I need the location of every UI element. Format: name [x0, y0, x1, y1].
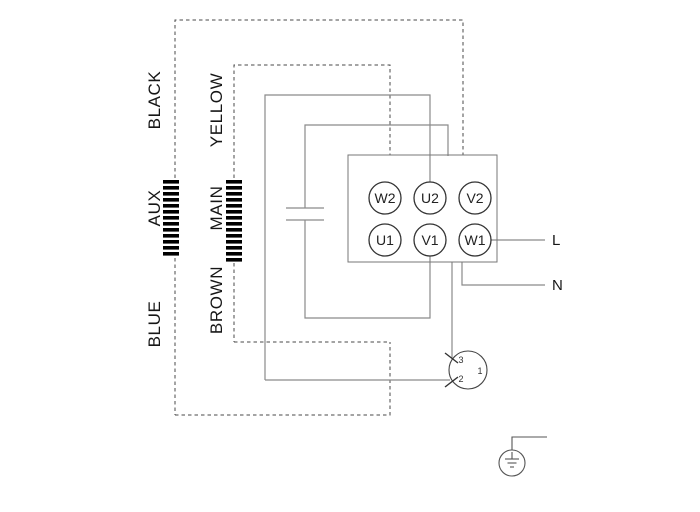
- motor-windings: [163, 178, 242, 263]
- terminal-w1-label: W1: [465, 232, 486, 248]
- ground-lead: [511, 436, 547, 450]
- wire-to-u2: [264, 94, 431, 380]
- aux-winding-bar: [163, 178, 179, 258]
- wire-capacitor-bottom: [304, 220, 431, 319]
- label-black: BLACK: [145, 71, 164, 130]
- label-main: MAIN: [207, 186, 226, 231]
- connector-plug: 3 2 1: [444, 350, 488, 390]
- terminal-box-outline: [347, 154, 498, 263]
- label-brown: BROWN: [207, 266, 226, 334]
- cable-outline-dashed: [174, 19, 464, 416]
- capacitor-symbol: [286, 207, 324, 221]
- wire-labels: BLACK YELLOW AUX MAIN BLUE BROWN: [145, 71, 226, 348]
- connector-pin3-label: 3: [458, 355, 463, 365]
- ground-symbol: [498, 436, 547, 477]
- connector-pin2-label: 2: [458, 374, 463, 384]
- terminal-w1: [458, 223, 492, 257]
- terminal-w2-label: W2: [375, 190, 396, 206]
- terminal-u2-label: U2: [421, 190, 439, 206]
- ground-circle: [498, 449, 526, 477]
- label-yellow: YELLOW: [207, 73, 226, 147]
- terminal-v1-label: V1: [421, 232, 438, 248]
- solid-wires: [264, 94, 545, 381]
- connector-circle: [448, 350, 488, 390]
- label-neutral-n: N: [552, 277, 563, 294]
- power-labels: L N: [552, 232, 563, 294]
- terminal-w2: [368, 181, 402, 215]
- wire-neutral-n: [461, 262, 545, 286]
- terminal-u2: [413, 181, 447, 215]
- main-winding-bar: [226, 178, 242, 263]
- connector-pin3-tick: [444, 352, 459, 364]
- terminal-u1: [368, 223, 402, 257]
- connector-pin1-label: 1: [477, 366, 482, 376]
- connector-pin2-tick: [444, 376, 459, 388]
- label-blue: BLUE: [145, 301, 164, 348]
- terminal-v1: [413, 223, 447, 257]
- wire-capacitor-top: [304, 124, 449, 208]
- label-line-l: L: [552, 232, 560, 249]
- terminal-v2: [458, 181, 492, 215]
- black-wire-dashed: [174, 19, 464, 178]
- label-aux: AUX: [145, 190, 164, 227]
- terminal-box: W2 U2 V2 U1 V1 W1: [347, 154, 498, 263]
- terminal-v2-label: V2: [466, 190, 483, 206]
- yellow-wire-dashed: [233, 64, 391, 178]
- terminal-u1-label: U1: [376, 232, 394, 248]
- blue-wire-dashed-bottom: [175, 342, 391, 416]
